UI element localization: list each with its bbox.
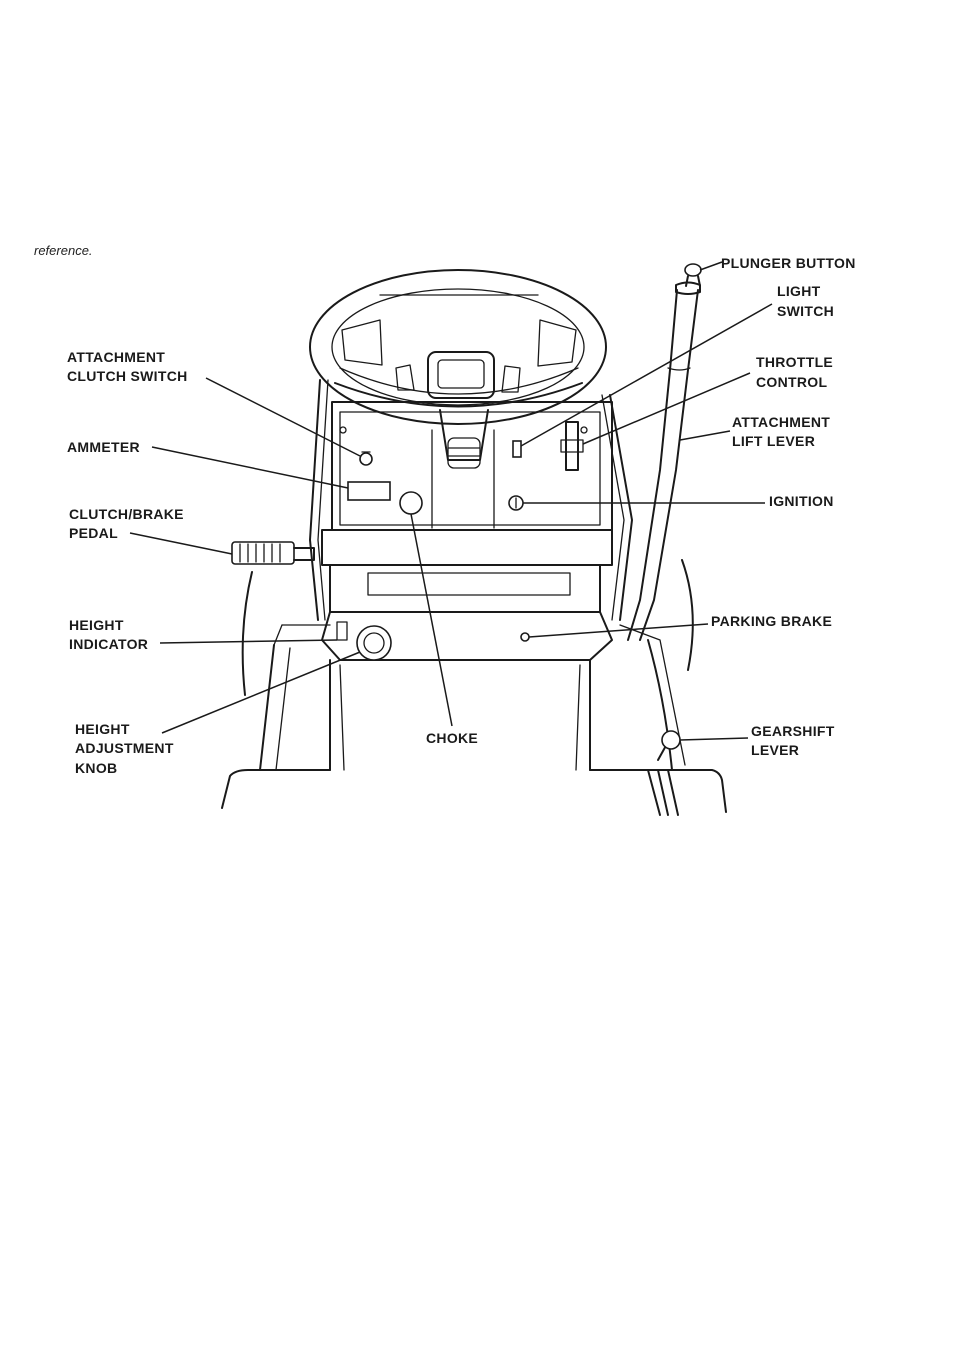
label-clutch-brake-pedal: CLUTCH/BRAKE PEDAL [69,506,188,541]
label-light-switch: LIGHT SWITCH [777,283,834,319]
label-height-indicator: HEIGHT INDICATOR [69,617,148,652]
leader-lines [130,262,772,740]
leader-parking-brake [529,624,708,637]
label-plunger-button: PLUNGER BUTTON [721,255,856,271]
label-parking-brake: PARKING BRAKE [711,613,832,629]
label-height-adjustment-knob: HEIGHT ADJUSTMENT KNOB [75,721,178,776]
label-choke: CHOKE [426,730,478,746]
label-attachment-lift-lever: ATTACHMENT LIFT LEVER [732,414,834,449]
label-ammeter: AMMETER [67,439,140,455]
leader-height-indicator [160,640,337,643]
leader-ammeter [152,447,348,488]
leader-attachment-lift-lever [680,431,730,440]
leader-choke [411,514,452,726]
leader-throttle-control [583,373,750,444]
leader-clutch-brake-pedal [130,533,232,554]
component-labels: ATTACHMENT CLUTCH SWITCH AMMETER CLUTCH/… [67,255,856,776]
leader-plunger-button [700,262,722,270]
label-attachment-clutch-switch: ATTACHMENT CLUTCH SWITCH [67,349,188,384]
label-throttle-control: THROTTLE CONTROL [756,354,837,390]
leader-gearshift-lever [680,738,748,740]
leader-attachment-clutch-switch [206,378,360,456]
label-ignition: IGNITION [769,493,834,509]
label-gearshift-lever: GEARSHIFT LEVER [751,723,839,758]
